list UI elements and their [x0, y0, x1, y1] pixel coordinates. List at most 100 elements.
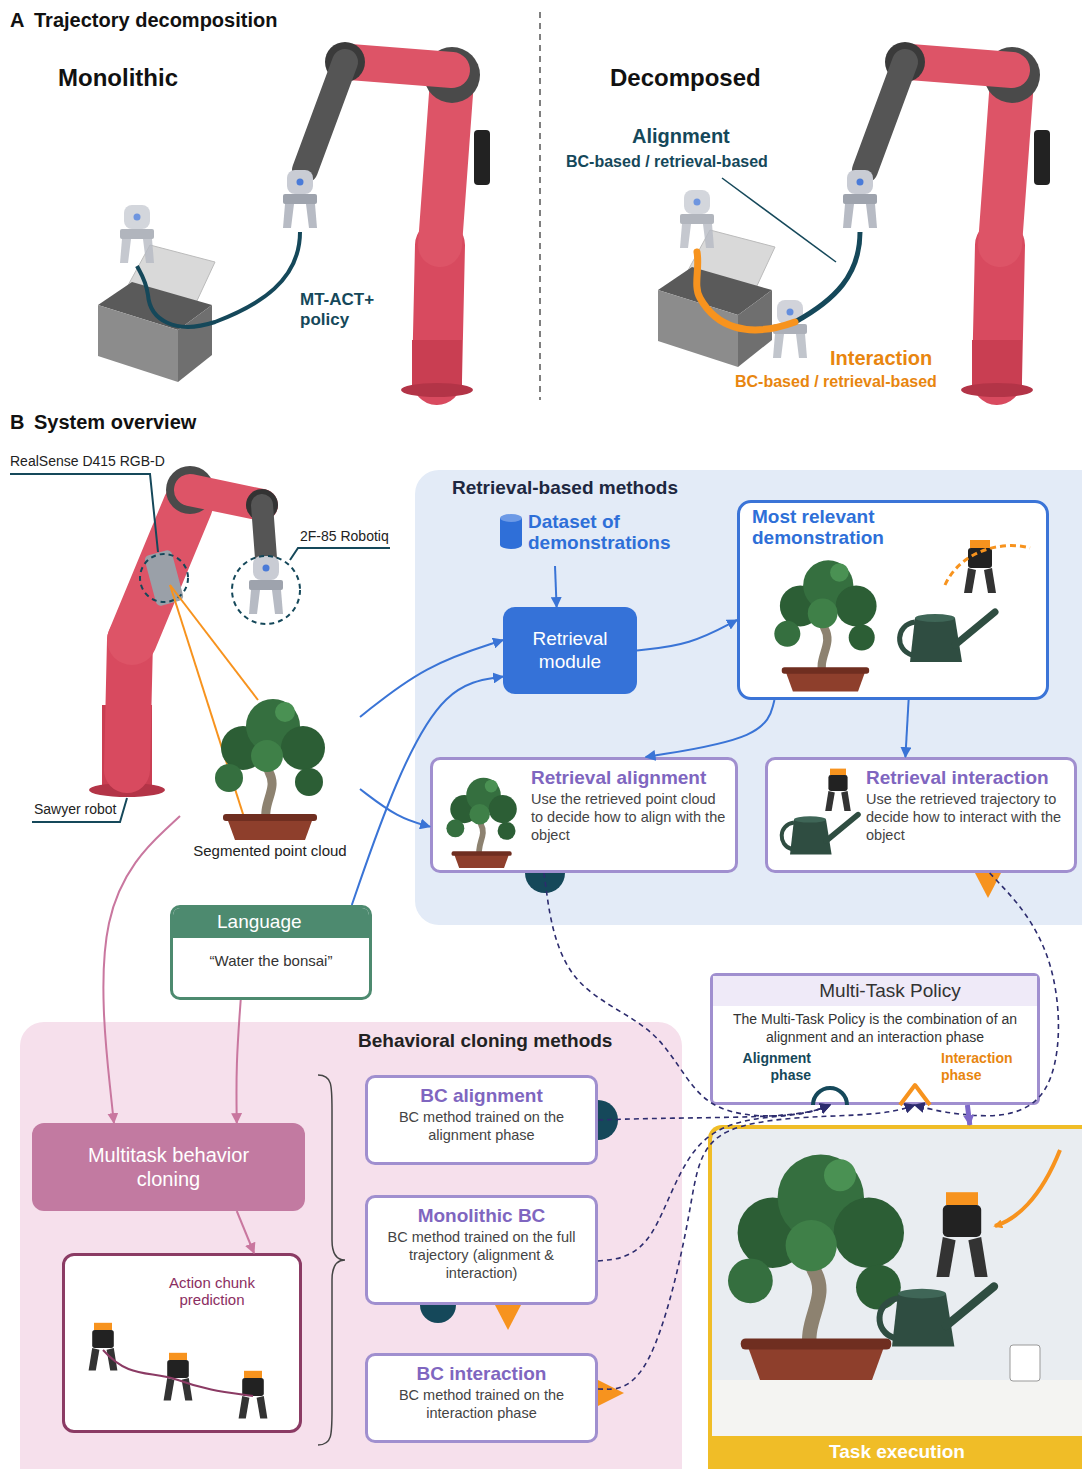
chunk-gripper	[239, 1371, 268, 1419]
box-title: Multi-Task Policy	[713, 976, 1037, 1006]
robot-arm	[283, 42, 490, 397]
box-text: The Multi-Task Policy is the combination…	[713, 1006, 1037, 1050]
label-anchor: MT-ACT+ policy	[300, 290, 400, 331]
ghost-gripper	[773, 300, 807, 358]
chunk-path	[103, 1350, 253, 1396]
chunk-gripper	[89, 1323, 118, 1371]
ghost-gripper	[120, 205, 154, 263]
phase-label: Interaction	[830, 346, 932, 370]
box-text: Interaction phase	[941, 1050, 1021, 1084]
view-line	[170, 585, 258, 700]
trajectory-line	[137, 232, 300, 327]
connector	[646, 700, 775, 757]
point-cloud: Segmented point cloud	[180, 690, 360, 870]
box-title: Segmented point cloud	[180, 842, 360, 859]
box-title: Retrieval alignment	[531, 766, 727, 790]
database-icon	[500, 518, 522, 549]
connector	[598, 1105, 830, 1261]
demo-box: Most relevant demonstration	[737, 500, 1049, 700]
alignment-picture	[446, 778, 516, 868]
demo-picture	[964, 540, 996, 593]
interaction-tab	[598, 1380, 624, 1406]
label-anchor: 2F-85 Robotiq	[300, 528, 389, 545]
label-anchor: RealSense D415 RGB-D	[10, 453, 165, 470]
alignment-picture	[446, 778, 516, 868]
ghost-gripper	[680, 190, 714, 248]
execution-panel: Task execution	[708, 1125, 1082, 1469]
task-bonsai	[728, 1154, 904, 1380]
demo-trajectory	[945, 546, 1030, 585]
part-label: Sawyer robot	[34, 801, 116, 818]
task-gripper	[936, 1192, 987, 1277]
demo-picture	[900, 612, 995, 662]
chunk-gripper	[164, 1353, 193, 1401]
robot-head	[144, 549, 185, 606]
phase-label: Alignment	[632, 124, 730, 148]
language-box: Language“Water the bonsai”	[170, 905, 372, 1000]
gripper-circle	[232, 556, 300, 624]
leader-line	[722, 178, 836, 262]
box-title: Dataset of demonstrations	[528, 512, 688, 554]
box-text: Use the retrieved trajectory to decide h…	[866, 790, 1066, 844]
task-can	[880, 1286, 994, 1346]
part-label: RealSense D415 RGB-D	[10, 453, 165, 470]
section-heading: System overview	[34, 410, 196, 434]
box-title: Language	[173, 908, 369, 938]
interaction-picture	[782, 815, 858, 855]
robot-body	[132, 505, 188, 640]
alignment-trajectory	[795, 232, 860, 322]
box-picture	[658, 230, 775, 367]
connector	[967, 1105, 969, 1125]
box-title: Retrieval module	[513, 628, 627, 674]
connector	[236, 1000, 240, 1123]
policy-box: Multi-Task PolicyThe Multi-Task Policy i…	[710, 973, 1040, 1105]
robot-joint	[246, 489, 278, 521]
interaction-picture	[825, 769, 851, 811]
retrieval-panel: Retrieval-based methodsDataset of demons…	[415, 470, 1082, 925]
alignment-tab	[420, 1305, 456, 1323]
robot-arm	[843, 42, 1050, 397]
person-icon	[183, 911, 205, 933]
alignment-tab	[598, 1100, 618, 1140]
connector	[555, 566, 557, 607]
method-box: Retrieval interactionUse the retrieved t…	[765, 757, 1077, 873]
process-box: Multitask behavior cloning	[32, 1123, 305, 1211]
interaction-picture	[825, 769, 851, 811]
label-anchor: Interaction	[830, 346, 932, 370]
part-label: 2F-85 Robotiq	[300, 528, 389, 545]
ghost-gripper	[120, 205, 154, 263]
label-anchor: BC-based / retrieval-based	[566, 152, 768, 171]
leader-line	[290, 548, 390, 560]
method-box: Retrieval alignmentUse the retrieved poi…	[430, 757, 738, 873]
box-text: BC method trained on the full trajectory…	[376, 1228, 587, 1282]
mug	[1010, 1345, 1040, 1381]
label-anchor: BC-based / retrieval-based	[735, 372, 937, 391]
connector	[598, 1105, 915, 1389]
connector	[352, 677, 503, 905]
robot-base	[89, 783, 165, 797]
connector	[544, 873, 830, 1116]
label-anchor: B	[10, 410, 24, 434]
label-anchor: Monolithic	[58, 64, 178, 93]
section-heading: Trajectory decomposition	[34, 8, 277, 32]
demo-picture	[774, 560, 876, 691]
label-anchor: A	[10, 8, 24, 32]
network-icon	[772, 979, 794, 1001]
robot-pedestal	[102, 705, 152, 790]
demo-picture	[900, 612, 995, 662]
box-title: Action chunk prediction	[135, 1274, 289, 1308]
connector	[637, 620, 737, 651]
leader-line	[32, 798, 127, 822]
box-title: Multitask behavior cloning	[69, 1143, 269, 1191]
box-text: Alignment phase	[727, 1050, 811, 1084]
motion-arrow	[995, 1150, 1060, 1226]
variant-heading: Decomposed	[610, 64, 761, 93]
box-title: Retrieval interaction	[866, 766, 1066, 790]
box-title: Behavioral cloning methods	[358, 1030, 682, 1052]
robot-wrist	[262, 505, 266, 558]
network-icon	[779, 986, 787, 994]
connector	[237, 1211, 254, 1253]
task-bonsai	[728, 1154, 904, 1380]
person-icon	[190, 914, 198, 922]
